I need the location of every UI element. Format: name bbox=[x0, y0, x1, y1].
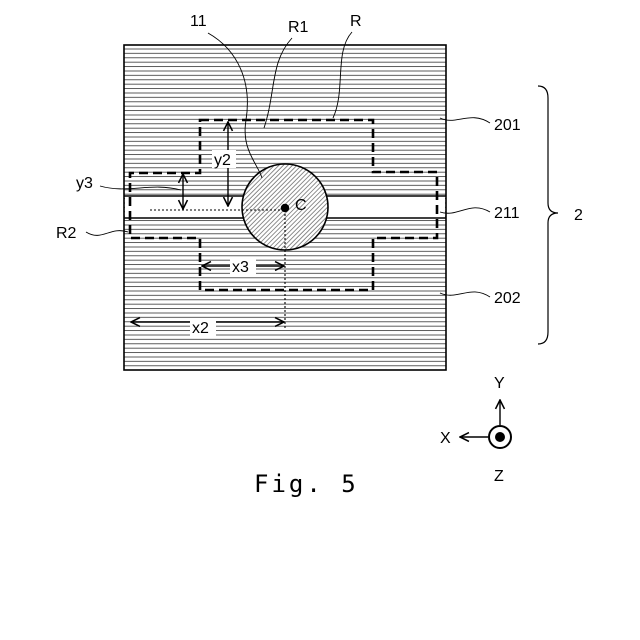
leader-202 bbox=[440, 292, 490, 297]
leader-211 bbox=[440, 208, 490, 213]
label-2: 2 bbox=[574, 207, 583, 224]
label-R: R bbox=[350, 13, 362, 30]
leader-201 bbox=[440, 118, 490, 123]
brace-2 bbox=[538, 86, 558, 344]
figure-caption: Fig. 5 bbox=[254, 470, 359, 498]
label-211: 211 bbox=[494, 205, 520, 222]
center-label: C bbox=[295, 197, 307, 214]
z-axis-dot-icon bbox=[495, 432, 505, 442]
dimension-label-x3: x3 bbox=[232, 259, 249, 276]
axis-label-z: Z bbox=[494, 468, 504, 485]
label-R2: R2 bbox=[56, 225, 77, 242]
dimension-label-y2: y2 bbox=[214, 152, 231, 169]
label-201: 201 bbox=[494, 117, 521, 134]
label-R1: R1 bbox=[288, 19, 309, 36]
dimension-label-x2: x2 bbox=[192, 320, 209, 337]
label-11: 11 bbox=[190, 13, 207, 30]
axis-label-x: X bbox=[440, 430, 451, 447]
axis-label-y: Y bbox=[494, 375, 505, 392]
leader-R2 bbox=[86, 231, 128, 236]
center-point bbox=[281, 204, 289, 212]
dimension-label-y3: y3 bbox=[76, 175, 93, 192]
label-202: 202 bbox=[494, 290, 521, 307]
axes-indicator: Y X Z bbox=[440, 375, 511, 485]
